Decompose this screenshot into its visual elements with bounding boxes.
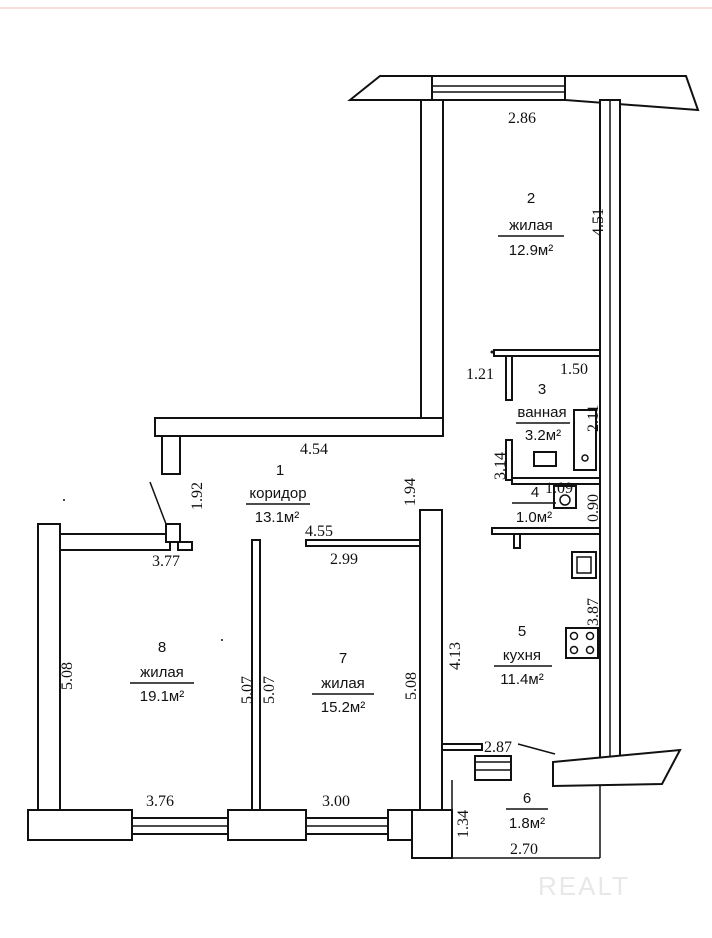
- burner-4-icon: [585, 645, 595, 655]
- dim-1-92: 1.92: [189, 482, 206, 510]
- room-5-number: 5: [518, 623, 526, 640]
- dim-5-07-a: 5.07: [239, 676, 256, 704]
- room-8-name: жилая: [140, 664, 184, 681]
- room-8-number: 8: [158, 639, 166, 656]
- wall-bottom-right: [387, 809, 413, 841]
- room-2-name: жилая: [509, 217, 553, 234]
- room-1-number: 1: [276, 462, 284, 479]
- room-4-area: 1.0м²: [516, 509, 552, 526]
- room-7-area: 15.2м²: [321, 699, 366, 716]
- wall-corridor-room7: [305, 539, 421, 547]
- dim-3-77: 3.77: [152, 553, 180, 570]
- dim-3-14: 3.14: [492, 452, 509, 480]
- room-2-number: 2: [527, 190, 535, 207]
- dim-3-76: 3.76: [146, 793, 174, 810]
- wall-room8-top: [59, 533, 171, 551]
- wall-corridor-stub: [161, 435, 181, 475]
- wall-room8-stub: [165, 523, 181, 543]
- wall-bath-top: [493, 349, 601, 357]
- dim-5-07-b: 5.07: [261, 676, 278, 704]
- stove-icon: [565, 627, 599, 659]
- room-2-area: 12.9м²: [509, 242, 554, 259]
- wall-kitchen-bottom: [441, 743, 483, 751]
- wall-wc-bottom: [491, 527, 601, 535]
- room-4-number: 4: [531, 484, 539, 501]
- burner-2-icon: [585, 631, 595, 641]
- wall-bath-left-upper: [505, 355, 513, 401]
- door-swing-line: [149, 481, 167, 525]
- bathtub-icon: [573, 409, 597, 471]
- burner-1-icon: [569, 631, 579, 641]
- room-7-number: 7: [339, 650, 347, 667]
- wall-balcony-corner: [411, 809, 453, 859]
- dim-2-70: 2.70: [510, 841, 538, 858]
- dim-4-54: 4.54: [300, 441, 328, 458]
- sink-icon: [533, 451, 557, 467]
- room-5-name: кухня: [503, 647, 541, 664]
- balcony-door-icon: [474, 755, 512, 781]
- dim-2-11: 2.11: [585, 405, 602, 432]
- kitchen-sink-basin: [576, 556, 592, 574]
- wall-corridor-top: [154, 417, 444, 437]
- wall-wc-stub: [513, 533, 521, 549]
- room-6-number: 6: [523, 790, 531, 807]
- dim-1-94: 1.94: [402, 478, 419, 506]
- dim-3-87: 3.87: [585, 598, 602, 626]
- wall-bath-left-lower: [505, 439, 513, 481]
- wall-room8-left: [37, 523, 61, 811]
- dim-5-08-left: 5.08: [59, 662, 76, 690]
- dim-1-21: 1.21: [466, 366, 494, 383]
- wall-room8-stub2: [177, 541, 193, 551]
- room-3-number: 3: [538, 381, 546, 398]
- drain-icon: [581, 454, 589, 462]
- dim-2-87: 2.87: [484, 739, 512, 756]
- dim-4-51: 4.51: [590, 208, 607, 236]
- toilet-bowl-icon: [559, 494, 571, 506]
- dim-4-13: 4.13: [447, 642, 464, 670]
- mark-dot-3: [490, 350, 494, 354]
- room-5-area: 11.4м²: [500, 671, 543, 688]
- dim-4-55: 4.55: [305, 523, 333, 540]
- mark-dot-2: [221, 639, 223, 641]
- wall-bath-bottom: [511, 477, 601, 485]
- dim-1-09: 1.09: [545, 480, 573, 497]
- room-3-area: 3.2м²: [525, 427, 561, 444]
- dim-3-00: 3.00: [322, 793, 350, 810]
- wall-room7-kitchen: [419, 509, 443, 811]
- wall-room2-left: [420, 99, 444, 435]
- wall-top-window: [431, 75, 566, 101]
- wall-balcony-cap: [552, 748, 682, 788]
- room-6-area: 1.8м²: [509, 815, 545, 832]
- dim-1-34: 1.34: [455, 810, 472, 838]
- dim-1-50: 1.50: [560, 361, 588, 378]
- kitchen-sink-icon: [571, 551, 597, 579]
- watermark-logo: REALT: [538, 871, 630, 901]
- mark-dot: [63, 499, 65, 501]
- dim-0-90: 0.90: [585, 494, 602, 522]
- room-8-area: 19.1м²: [140, 688, 185, 705]
- wall-bottom-left: [27, 809, 133, 841]
- dim-2-99: 2.99: [330, 551, 358, 568]
- wall-top-right-cap: [564, 75, 700, 112]
- room-1-name: коридор: [249, 485, 306, 502]
- leader-2-87: [517, 743, 556, 755]
- burner-3-icon: [569, 645, 579, 655]
- wall-room8-room7: [251, 539, 261, 811]
- dim-2-86: 2.86: [508, 110, 536, 127]
- room-3-name: ванная: [517, 404, 566, 421]
- dim-5-08-mid: 5.08: [403, 672, 420, 700]
- wall-bottom-mid: [227, 809, 307, 841]
- room-1-area: 13.1м²: [255, 509, 300, 526]
- room-7-name: жилая: [321, 675, 365, 692]
- toilet-tank-icon: [553, 485, 577, 509]
- wall-top-left-cap: [347, 75, 433, 101]
